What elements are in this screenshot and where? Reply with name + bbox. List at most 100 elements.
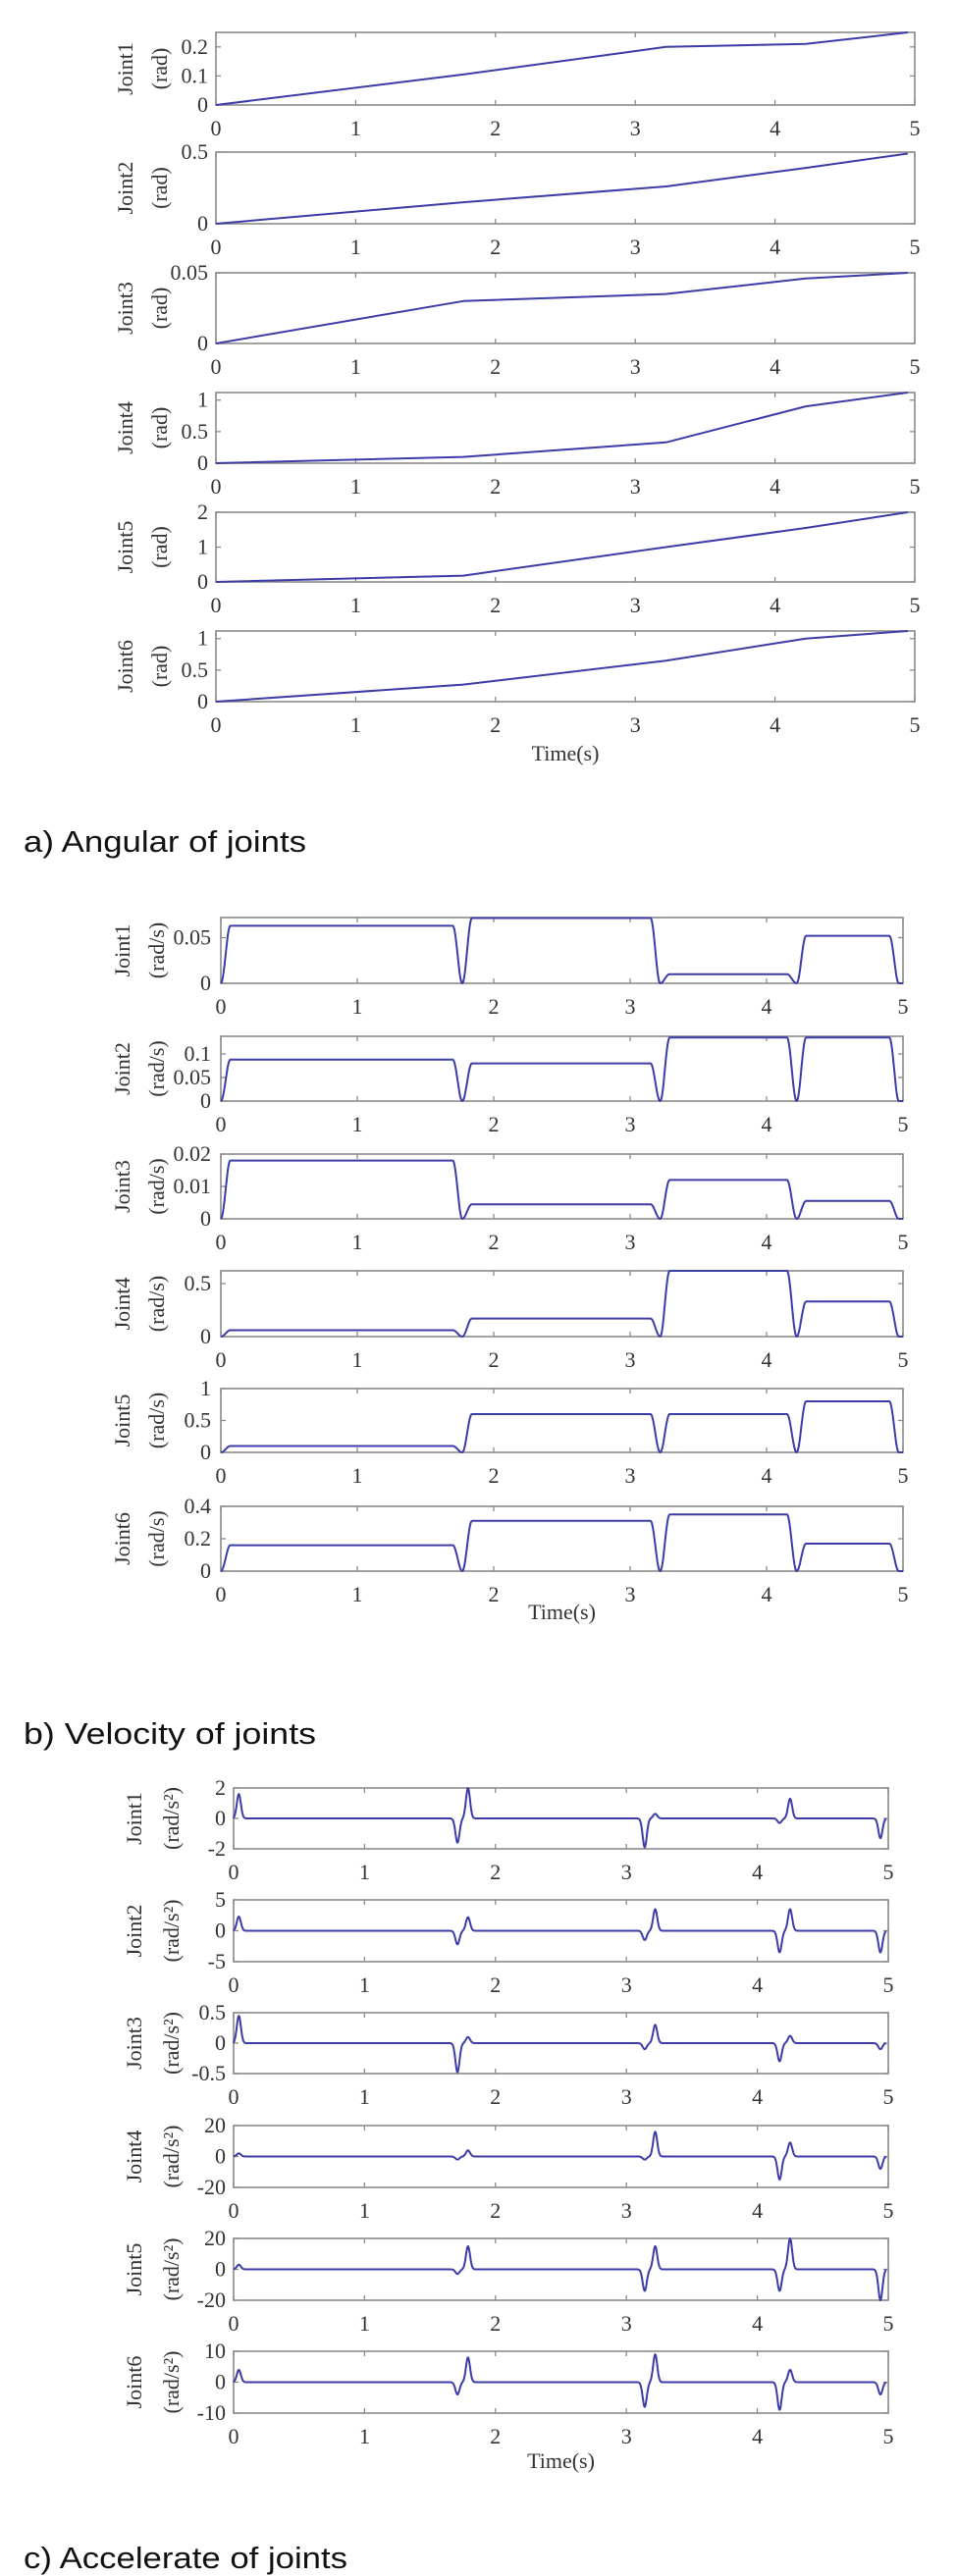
x-tick-label: 2 <box>490 474 501 499</box>
y-axis-label-joint: Joint5 <box>113 521 137 574</box>
y-axis-label-unit: (rad) <box>147 167 172 209</box>
x-tick-label: 1 <box>359 2198 370 2223</box>
y-axis-label-joint: Joint2 <box>113 162 137 215</box>
y-axis-label-unit: (rad) <box>147 526 172 568</box>
x-tick-label: 0 <box>229 1860 239 1884</box>
x-tick-label: 3 <box>630 354 641 379</box>
x-tick-label: 0 <box>211 116 222 140</box>
y-tick-label: 0.02 <box>174 1141 212 1166</box>
x-tick-label: 1 <box>352 1582 363 1606</box>
x-tick-label: 2 <box>490 2198 501 2223</box>
y-tick-label: 20 <box>204 2113 226 2137</box>
y-axis-label-unit: (rad/s²) <box>159 1899 184 1962</box>
x-tick-label: 4 <box>770 593 780 617</box>
x-tick-label: 5 <box>910 116 921 140</box>
x-tick-label: 3 <box>625 1347 636 1372</box>
y-tick-label: -0.5 <box>191 2061 226 2085</box>
x-tick-label: 3 <box>625 1112 636 1136</box>
acceleration-curve-joint3 <box>233 2015 887 2074</box>
x-tick-label: 2 <box>490 1860 501 1884</box>
x-tick-label: 1 <box>359 1860 370 1884</box>
x-tick-label: 1 <box>359 2311 370 2336</box>
y-tick-label: 0 <box>197 331 208 355</box>
y-tick-label: 0 <box>197 211 208 236</box>
velocity-curve-joint6 <box>220 1513 904 1572</box>
x-tick-label: 1 <box>352 1112 363 1136</box>
y-axis-label-joint: Joint4 <box>110 1278 134 1331</box>
x-tick-label: 0 <box>216 1463 227 1488</box>
x-tick-label: 3 <box>630 712 641 737</box>
x-tick-label: 3 <box>625 1463 636 1488</box>
x-tick-label: 2 <box>490 593 501 617</box>
position-curve-joint5 <box>215 511 909 583</box>
y-axis-label-unit: (rad/s²) <box>159 2125 184 2187</box>
x-tick-label: 1 <box>350 474 361 499</box>
x-tick-label: 2 <box>490 1972 501 1997</box>
y-tick-label: 0.2 <box>185 1526 212 1551</box>
velocity-curve-joint1 <box>220 917 904 984</box>
y-tick-label: -20 <box>197 2175 226 2199</box>
x-tick-label: 3 <box>621 2198 632 2223</box>
y-tick-label: 0.5 <box>199 2000 227 2024</box>
position-curve-joint2 <box>215 152 909 225</box>
x-tick-label: 0 <box>216 1582 227 1606</box>
x-tick-label: 5 <box>898 1347 909 1372</box>
y-axis-label-unit: (rad/s) <box>144 1510 169 1566</box>
y-axis-label-unit: (rad) <box>147 407 172 449</box>
y-tick-label: 1 <box>197 535 208 559</box>
x-tick-label: 2 <box>490 116 501 140</box>
y-tick-label: 0 <box>215 2030 226 2055</box>
x-tick-label: 0 <box>229 2311 239 2336</box>
x-tick-label: 1 <box>352 994 363 1019</box>
x-tick-label: 2 <box>489 1463 500 1488</box>
x-tick-label: 2 <box>489 994 500 1019</box>
y-tick-label: 5 <box>215 1887 226 1912</box>
x-tick-label: 3 <box>630 593 641 617</box>
y-tick-label: -2 <box>208 1836 226 1861</box>
y-tick-label: 0 <box>215 1919 226 1943</box>
y-tick-label: 1 <box>197 388 208 412</box>
y-tick-label: 0.4 <box>185 1494 212 1518</box>
y-axis-label-joint: Joint1 <box>113 42 137 95</box>
y-tick-label: -20 <box>197 2287 226 2312</box>
x-tick-label: 2 <box>490 712 501 737</box>
y-tick-label: 0.5 <box>185 1408 212 1433</box>
x-tick-label: 4 <box>762 994 772 1019</box>
y-tick-label: 2 <box>215 1775 226 1800</box>
x-tick-label: 4 <box>752 2424 763 2448</box>
x-tick-label: 0 <box>216 1230 227 1254</box>
y-tick-label: -10 <box>197 2400 226 2425</box>
x-tick-label: 0 <box>211 474 222 499</box>
x-tick-label: 5 <box>910 712 921 737</box>
x-axis-label: Time(s) <box>532 741 600 765</box>
x-tick-label: 2 <box>490 2311 501 2336</box>
x-tick-label: 3 <box>621 1860 632 1884</box>
x-tick-label: 5 <box>883 2084 894 2109</box>
x-tick-label: 1 <box>350 116 361 140</box>
x-axis-label: Time(s) <box>528 1600 596 1624</box>
y-axis-label-unit: (rad/s²) <box>159 2012 184 2075</box>
y-tick-label: 2 <box>197 499 208 524</box>
x-tick-label: 3 <box>621 1972 632 1997</box>
x-tick-label: 4 <box>770 474 780 499</box>
velocity-curve-joint3 <box>220 1159 904 1220</box>
y-tick-label: 0.01 <box>174 1174 212 1198</box>
y-tick-label: 0.5 <box>182 657 209 682</box>
y-tick-label: 0 <box>200 1088 211 1113</box>
y-axis-label-joint: Joint6 <box>113 640 137 693</box>
x-tick-label: 5 <box>898 1463 909 1488</box>
y-axis-label-unit: (rad) <box>147 288 172 330</box>
x-tick-label: 1 <box>350 712 361 737</box>
y-tick-label: 0 <box>197 450 208 475</box>
x-tick-label: 5 <box>883 1860 894 1884</box>
x-tick-label: 0 <box>229 2198 239 2223</box>
